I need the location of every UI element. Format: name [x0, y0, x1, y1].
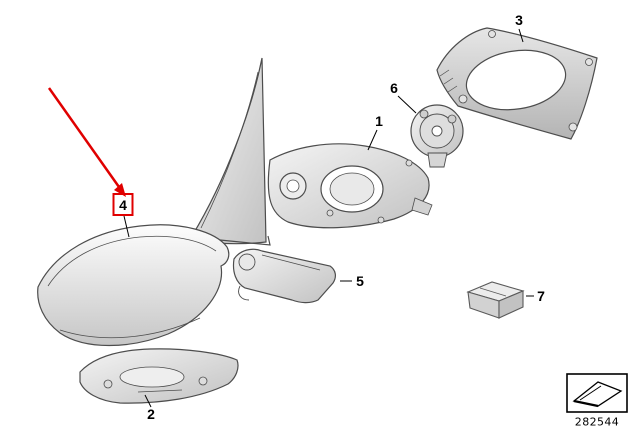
part-label-6: 6 [390, 80, 398, 96]
part-3-mirror-plate-drawing [436, 27, 598, 140]
part-7-kit-box-drawing [466, 281, 525, 319]
part-label-1: 1 [375, 113, 383, 129]
part-label-7: 7 [537, 288, 545, 304]
part-2-lower-housing-drawing [79, 348, 239, 404]
highlight-box [112, 193, 134, 216]
part-6-mirror-motor-drawing [410, 104, 464, 168]
part-label-2: 2 [147, 406, 155, 422]
part-label-4-highlighted: 4 [119, 197, 127, 213]
leader-lines [123, 28, 534, 408]
highlight-arrow [47, 87, 126, 197]
part-5-cover-bracket-drawing [232, 248, 336, 304]
part-4-mirror-cap-drawing [37, 224, 230, 347]
gasket-wedge-icon [572, 381, 623, 408]
part-1-mirror-base-drawing [189, 57, 433, 246]
diagram-number: 282544 [574, 415, 620, 429]
legend-icon-box [566, 373, 628, 413]
part-label-3: 3 [515, 12, 523, 28]
part-label-5: 5 [356, 273, 364, 289]
